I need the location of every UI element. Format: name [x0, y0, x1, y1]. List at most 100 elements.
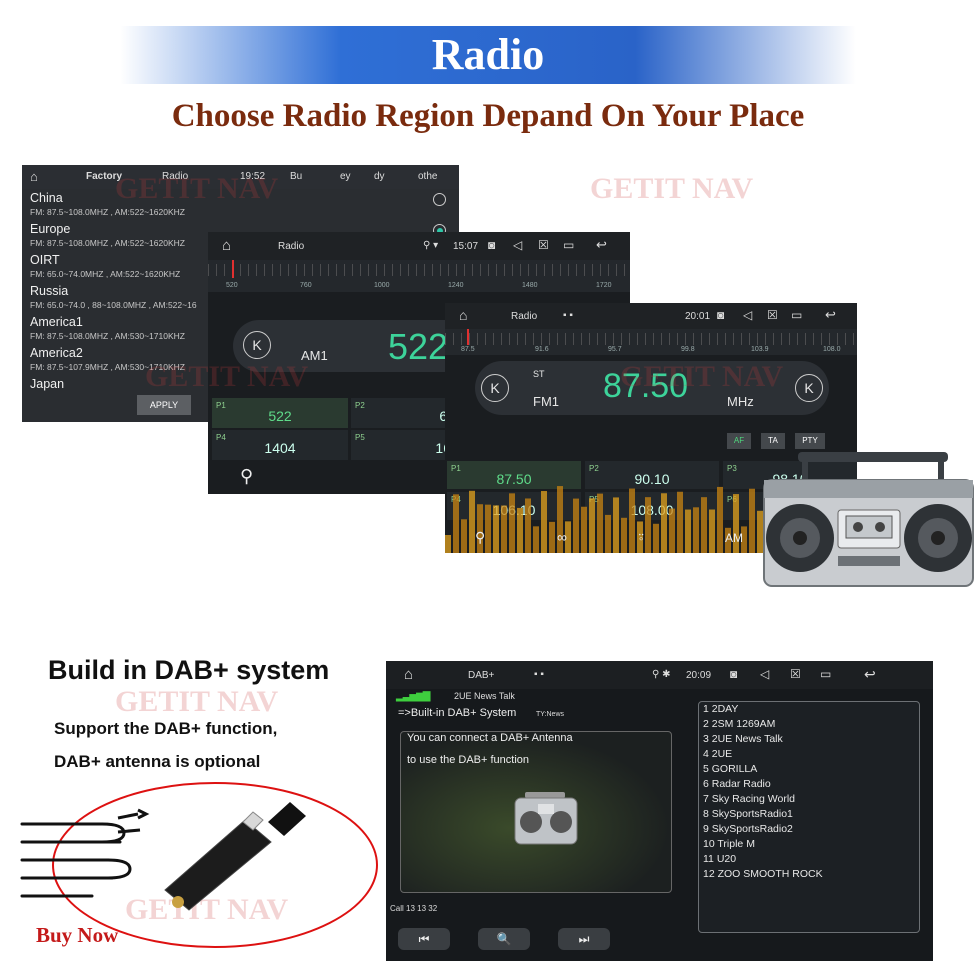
back-icon[interactable]: ↩: [825, 307, 836, 322]
station-list[interactable]: 1 2DAY 2 2SM 1269AM 3 2UE News Talk 4 2U…: [698, 701, 920, 933]
radio-button[interactable]: [433, 193, 446, 206]
region-row-russia[interactable]: Russia FM: 65.0~74.0 , 88~108.0MHZ , AM:…: [30, 284, 450, 310]
station-item[interactable]: 6 Radar Radio: [703, 778, 771, 790]
region-freq: FM: 87.5~108.0MHZ , AM:522~1620KHZ: [30, 207, 185, 217]
location-wifi-icon: ⚲ ▾: [423, 240, 439, 251]
volume-icon[interactable]: ◁: [760, 667, 770, 681]
dab-line-2: DAB+ antenna is optional: [54, 752, 261, 771]
home-icon[interactable]: ⌂: [459, 307, 468, 323]
equalizer-bar: [637, 521, 643, 553]
station-item[interactable]: 3 2UE News Talk: [703, 733, 783, 745]
scale-label: 1480: [522, 282, 538, 289]
window-icon[interactable]: ▭: [791, 308, 803, 322]
station-item[interactable]: 9 SkySportsRadio2: [703, 823, 793, 835]
back-icon[interactable]: ↩: [596, 237, 607, 252]
region-row-oirt[interactable]: OIRT FM: 65.0~74.0MHZ , AM:522~1620KHZ: [30, 253, 450, 279]
region-row-japan[interactable]: Japan: [30, 377, 450, 391]
window-icon[interactable]: ▭: [820, 667, 832, 681]
equalizer-bar: [477, 504, 483, 553]
station-item[interactable]: 11 U20: [703, 853, 737, 865]
close-icon[interactable]: ☒: [538, 238, 549, 252]
dab-line-1: Support the DAB+ function,: [54, 719, 278, 738]
antenna-icon[interactable]: ⍤: [637, 529, 646, 545]
equalizer-bar: [509, 493, 515, 553]
equalizer-bar: [717, 486, 723, 553]
band-label: AM1: [301, 348, 328, 363]
next-button[interactable]: ⏭: [558, 928, 610, 950]
equalizer-bar: [469, 490, 475, 553]
scale-ticks: [445, 333, 857, 345]
seek-back-icon[interactable]: K: [481, 374, 509, 402]
tab-radio[interactable]: Radio: [162, 171, 189, 182]
station-item[interactable]: 10 Triple M: [703, 838, 755, 850]
watermark: GETIT NAV: [115, 685, 279, 718]
region-freq: FM: 87.5~108.0MHZ , AM:530~1710KHZ: [30, 331, 185, 341]
station-item[interactable]: 1 2DAY: [703, 703, 739, 715]
back-icon[interactable]: ↩: [864, 666, 876, 682]
region-row-china[interactable]: China FM: 87.5~108.0MHZ , AM:522~1620KHZ: [30, 191, 450, 217]
equalizer-bar: [453, 494, 459, 553]
equalizer-bar: [629, 488, 635, 553]
camera-icon[interactable]: ◙: [717, 308, 725, 322]
region-row-america1[interactable]: America1 FM: 87.5~108.0MHZ , AM:530~1710…: [30, 315, 450, 341]
station-item[interactable]: 7 Sky Racing World: [703, 793, 796, 805]
scale-label: 520: [226, 282, 238, 289]
equalizer-bar: [461, 519, 467, 553]
region-name: Russia: [30, 284, 69, 298]
message-line-1: You can connect a DAB+ Antenna: [407, 732, 573, 744]
equalizer-bar: [541, 491, 547, 553]
region-name: Japan: [30, 377, 65, 391]
status-time: 15:07: [453, 241, 479, 252]
apply-button[interactable]: APPLY: [137, 395, 191, 415]
station-item[interactable]: 2 2SM 1269AM: [703, 718, 776, 730]
subtitle: Choose Radio Region Depand On Your Place: [171, 98, 805, 134]
frequency-scale[interactable]: 87.5 91.6 95.7 99.8 103.9 108.0: [445, 329, 857, 355]
preset-number: P4: [216, 433, 226, 442]
station-item[interactable]: 8 SkySportsRadio1: [703, 808, 793, 820]
search-button[interactable]: 🔍: [478, 928, 530, 950]
equalizer-bar: [557, 486, 563, 553]
status-item-4[interactable]: othe: [418, 171, 438, 182]
home-icon[interactable]: ⌂: [222, 237, 232, 254]
status-time: 19:52: [240, 171, 266, 182]
tuner-panel: K ST FM1 87.50 MHz K: [475, 361, 829, 415]
preset-value: 522: [268, 408, 292, 424]
station-item[interactable]: 4 2UE: [703, 748, 733, 760]
home-icon[interactable]: ⌂: [30, 169, 38, 184]
previous-button[interactable]: ⏮: [398, 928, 450, 950]
camera-icon[interactable]: ◙: [730, 667, 738, 681]
status-bar: ⌂ DAB+ ▪ ▪ ⚲ ✱ 20:09 ◙ ◁ ☒ ▭ ↩: [386, 661, 933, 689]
af-button[interactable]: AF: [727, 433, 751, 449]
frequency-scale[interactable]: 520 760 1000 1240 1480 1720: [208, 260, 630, 292]
status-item-3[interactable]: dy: [374, 171, 385, 182]
am-toggle[interactable]: AM: [725, 531, 743, 545]
close-icon[interactable]: ☒: [790, 667, 801, 681]
status-item-2[interactable]: ey: [340, 171, 351, 182]
seek-back-icon[interactable]: K: [243, 331, 271, 359]
equalizer-bar: [645, 497, 651, 553]
home-icon[interactable]: ⌂: [404, 666, 414, 683]
region-row-america2[interactable]: America2 FM: 87.5~107.9MHZ , AM:530~1710…: [30, 346, 450, 372]
buy-now-link[interactable]: Buy Now: [36, 923, 119, 947]
status-item-1[interactable]: Bu: [290, 171, 303, 182]
volume-icon[interactable]: ◁: [513, 238, 523, 252]
search-icon[interactable]: ⚲: [240, 466, 254, 486]
equalizer-bar: [669, 508, 675, 553]
pty-button[interactable]: PTY: [795, 433, 825, 449]
loop-icon[interactable]: ∞: [557, 529, 567, 545]
ta-button[interactable]: TA: [761, 433, 785, 449]
window-icon[interactable]: ▭: [563, 238, 575, 252]
equalizer-bar: [485, 504, 491, 553]
equalizer-bar: [589, 498, 595, 553]
camera-icon[interactable]: ◙: [488, 238, 496, 252]
volume-icon[interactable]: ◁: [743, 308, 753, 322]
close-icon[interactable]: ☒: [767, 308, 778, 322]
station-item[interactable]: 5 GORILLA: [703, 763, 758, 775]
station-item[interactable]: 12 ZOO SMOOTH ROCK: [703, 868, 823, 880]
search-icon[interactable]: ⚲: [475, 529, 486, 545]
seek-forward-icon[interactable]: K: [795, 374, 823, 402]
